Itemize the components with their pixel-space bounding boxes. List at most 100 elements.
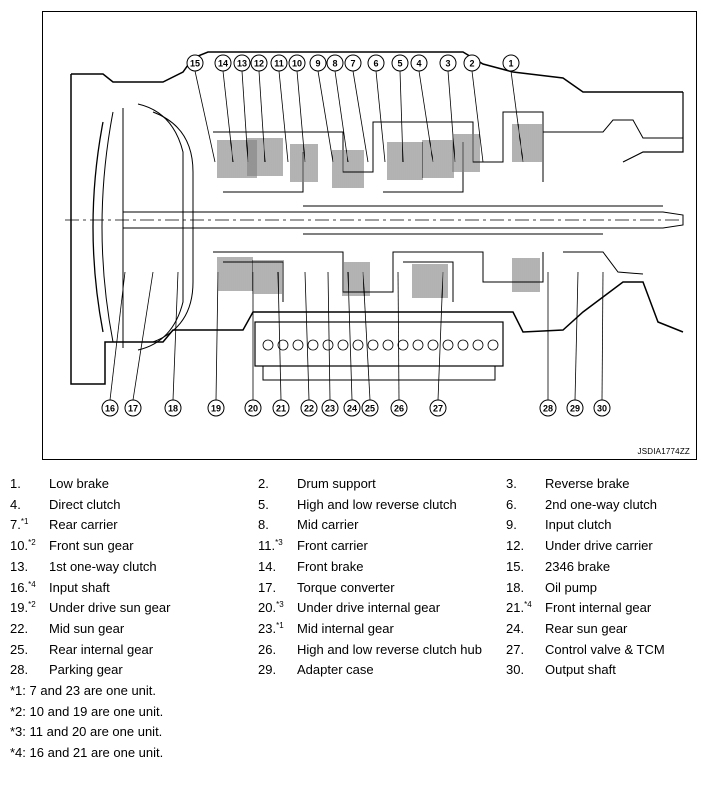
legend-label: Rear internal gear (49, 641, 154, 657)
legend-label: Oil pump (545, 579, 598, 595)
callout-leader-17 (132, 271, 154, 401)
legend-note-marker: *2 (28, 600, 36, 610)
callout-8: 8 (332, 59, 337, 69)
legend-label: 1st one-way clutch (49, 558, 157, 574)
legend-label: Torque converter (297, 579, 395, 595)
callout-leader-19 (215, 271, 219, 401)
callout-leader-22 (304, 271, 310, 401)
clutch-packs-lower (217, 257, 540, 298)
legend-label: 2346 brake (545, 558, 611, 574)
callout-14: 14 (218, 59, 228, 69)
legend-label: Rear sun gear (545, 620, 628, 636)
callout-leader-3 (447, 70, 456, 163)
legend-label: Input clutch (545, 517, 612, 533)
callout-circle-1 (502, 54, 520, 72)
legend-number: 27. (506, 641, 525, 657)
legend-number: 22. (10, 620, 29, 636)
callout-circle-21 (272, 399, 290, 417)
legend-number: 16.*4 (10, 579, 36, 595)
legend-label: Front brake (297, 558, 364, 574)
legend-label: Control valve & TCM (545, 641, 665, 657)
callout-15: 15 (190, 59, 200, 69)
legend-footnote: *1: 7 and 23 are one unit. (10, 683, 157, 698)
callout-circle-30 (593, 399, 611, 417)
legend-label: Low brake (49, 476, 109, 491)
legend-footnote: *3: 11 and 20 are one unit. (10, 724, 163, 739)
legend-number: 2. (258, 476, 269, 491)
callout-leader-23 (327, 271, 331, 401)
legend-number: 15. (506, 558, 525, 574)
callout-circle-24 (343, 399, 361, 417)
legend-number: 9. (506, 517, 517, 533)
callout-circle-23 (321, 399, 339, 417)
clutch-packs-upper (217, 124, 544, 188)
legend-label: Front internal gear (545, 600, 652, 616)
legend-label: Mid carrier (297, 517, 359, 533)
callout-26: 26 (394, 404, 404, 414)
legend-label: 2nd one-way clutch (545, 496, 658, 512)
legend-number: 10.*2 (10, 538, 36, 554)
callout-7: 7 (350, 59, 355, 69)
legend-label: Parking gear (49, 662, 123, 678)
callout-29: 29 (570, 404, 580, 414)
callout-circle-20 (244, 399, 262, 417)
callout-leader-15 (194, 70, 216, 163)
callout-leader-4 (418, 70, 434, 163)
callout-5: 5 (397, 59, 402, 69)
callout-30: 30 (597, 404, 607, 414)
callout-circle-13 (233, 54, 251, 72)
callout-circle-19 (207, 399, 225, 417)
callout-leader-1 (510, 70, 524, 163)
callout-leader-6 (375, 70, 386, 163)
callout-leader-12 (258, 70, 266, 163)
transmission-body (65, 51, 684, 385)
legend-note-marker: *3 (275, 538, 283, 548)
legend-number: 13. (10, 558, 29, 574)
legend-label: Direct clutch (49, 496, 121, 512)
legend-label: Mid internal gear (297, 620, 394, 636)
callout-4: 4 (416, 59, 421, 69)
callout-circle-7 (344, 54, 362, 72)
callout-circle-6 (367, 54, 385, 72)
callout-11: 11 (274, 59, 284, 69)
legend-label: Drum support (297, 476, 376, 491)
figure-id: JSDIA1774ZZ (637, 447, 690, 456)
legend-number: 1. (10, 476, 21, 491)
callout-circle-4 (410, 54, 428, 72)
callout-3: 3 (445, 59, 450, 69)
legend-row: 1. Low brake 2. Drum support 3. Reverse brake (0, 476, 718, 496)
legend-label: Output shaft (545, 662, 616, 678)
legend-number: 7.*1 (10, 517, 29, 533)
legend-number: 11.*3 (258, 538, 283, 554)
callout-leader-5 (399, 70, 404, 163)
callout-9: 9 (315, 59, 320, 69)
legend-number: 3. (506, 476, 517, 491)
legend-label: Reverse brake (545, 476, 630, 491)
legend-number: 24. (506, 620, 525, 636)
legend-label: Input shaft (49, 579, 110, 595)
callout-circle-5 (391, 54, 409, 72)
legend-label: Under drive sun gear (49, 600, 171, 616)
callout-leader-7 (352, 70, 369, 163)
callout-6: 6 (373, 59, 378, 69)
callout-circle-25 (361, 399, 379, 417)
legend-label: Front sun gear (49, 538, 134, 554)
callout-1: 1 (508, 59, 513, 69)
callout-22: 22 (304, 404, 314, 414)
callout-leader-18 (172, 271, 179, 401)
callout-leader-11 (278, 70, 289, 163)
callout-leader-21 (277, 271, 282, 401)
legend-number: 8. (258, 517, 269, 533)
legend-label: Under drive carrier (545, 538, 653, 554)
legend-footnote: *4: 16 and 21 are one unit. (10, 744, 164, 760)
